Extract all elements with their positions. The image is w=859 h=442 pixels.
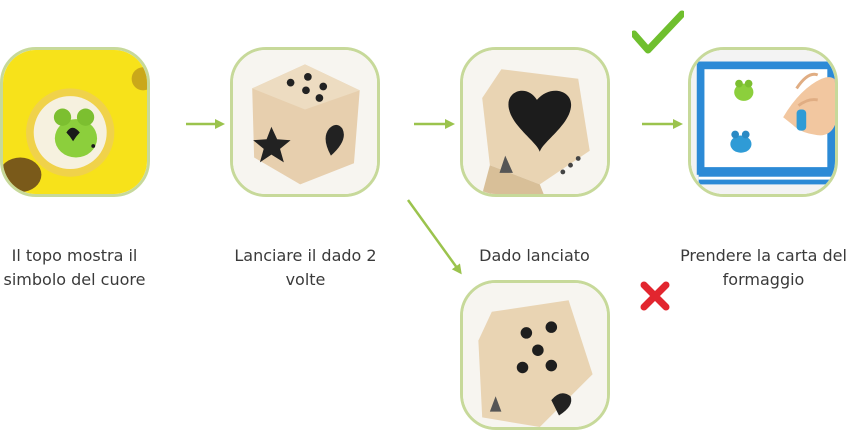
die-image	[230, 47, 380, 197]
rolled-die-image	[460, 47, 610, 197]
five-dots	[516, 321, 558, 374]
green-mouse-icon	[734, 79, 754, 101]
caption-die-rolled: Dado lanciato	[479, 246, 590, 265]
blue-mouse-icon	[730, 130, 752, 153]
five-dots-die-image	[460, 280, 610, 430]
mouse-icon	[53, 108, 98, 158]
heart-symbol	[508, 90, 572, 152]
mouse-heart-image	[0, 47, 150, 197]
caption-take-card: Prendere la carta del formaggio	[680, 246, 847, 289]
cheese-card-image	[688, 47, 838, 197]
checkmark-icon	[632, 10, 684, 54]
cross-icon	[640, 281, 670, 311]
star-shape	[253, 126, 291, 163]
dots-face	[286, 73, 328, 102]
caption-throw-die: Lanciare il dado 2 volte	[234, 246, 377, 289]
hand-icon	[783, 72, 835, 136]
heart-shape	[325, 124, 344, 156]
caption-mouse-symbol: Il topo mostra il simbolo del cuore	[3, 246, 146, 289]
